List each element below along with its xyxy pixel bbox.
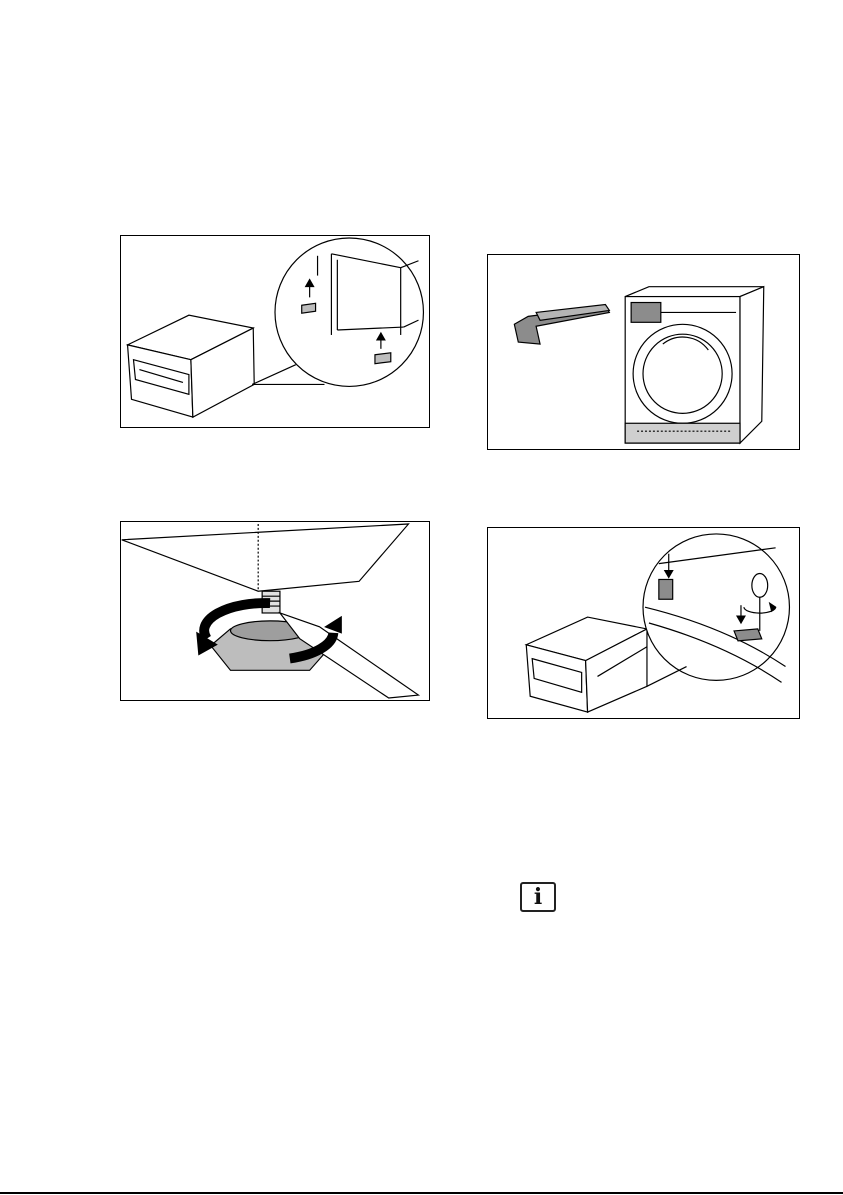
pedestal-feet-illustration: [121, 236, 429, 427]
info-icon: i: [520, 882, 556, 912]
dryer-drawer-illustration: [488, 255, 799, 449]
adjust-foot-illustration: [121, 522, 429, 700]
figure-adjust-foot: [120, 521, 430, 701]
page-bottom-rule: [0, 1192, 843, 1194]
info-icon-glyph: i: [534, 886, 542, 908]
figure-dryer-drawer: [487, 254, 800, 450]
pedestal-screws-illustration: [488, 528, 799, 718]
figure-pedestal-screws: [487, 527, 800, 719]
figure-pedestal-feet: [120, 235, 430, 428]
